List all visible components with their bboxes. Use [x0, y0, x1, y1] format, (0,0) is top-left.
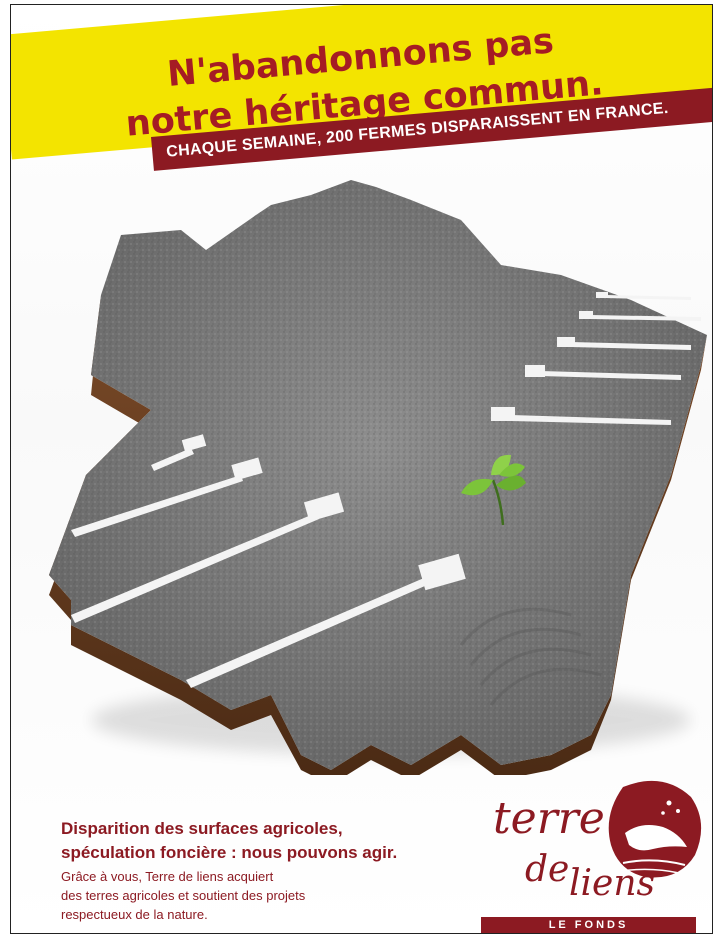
- hand-seeds-icon: [608, 780, 702, 878]
- body-copy: Grâce à vous, Terre de liens acquiert de…: [61, 867, 305, 924]
- sub-headline-line-1: Disparition des surfaces agricoles,: [61, 819, 343, 838]
- logo-word-liens: liens: [569, 863, 655, 904]
- logo-banner: LE FONDS: [481, 917, 696, 933]
- poster: N'abandonnons pas notre héritage commun.…: [10, 4, 713, 934]
- body-copy-line-3: respectueux de la nature.: [61, 907, 208, 922]
- sprout-icon: [461, 454, 526, 526]
- sub-headline: Disparition des surfaces agricoles, spéc…: [61, 817, 397, 865]
- logo-word-de: de: [525, 849, 569, 890]
- parking-lines: [71, 292, 701, 688]
- logo-word-terre: terre: [493, 793, 605, 844]
- body-copy-line-1: Grâce à vous, Terre de liens acquiert: [61, 869, 274, 884]
- terre-de-liens-logo: terre de liens LE FONDS: [473, 775, 705, 933]
- sub-headline-line-2: spéculation foncière : nous pouvons agir…: [61, 843, 398, 862]
- france-map-illustration: [31, 175, 711, 785]
- france-map-icon: [49, 180, 707, 785]
- body-copy-line-2: des terres agricoles et soutient des pro…: [61, 888, 306, 903]
- terre-de-liens-logo-mark: terre de liens: [493, 780, 702, 904]
